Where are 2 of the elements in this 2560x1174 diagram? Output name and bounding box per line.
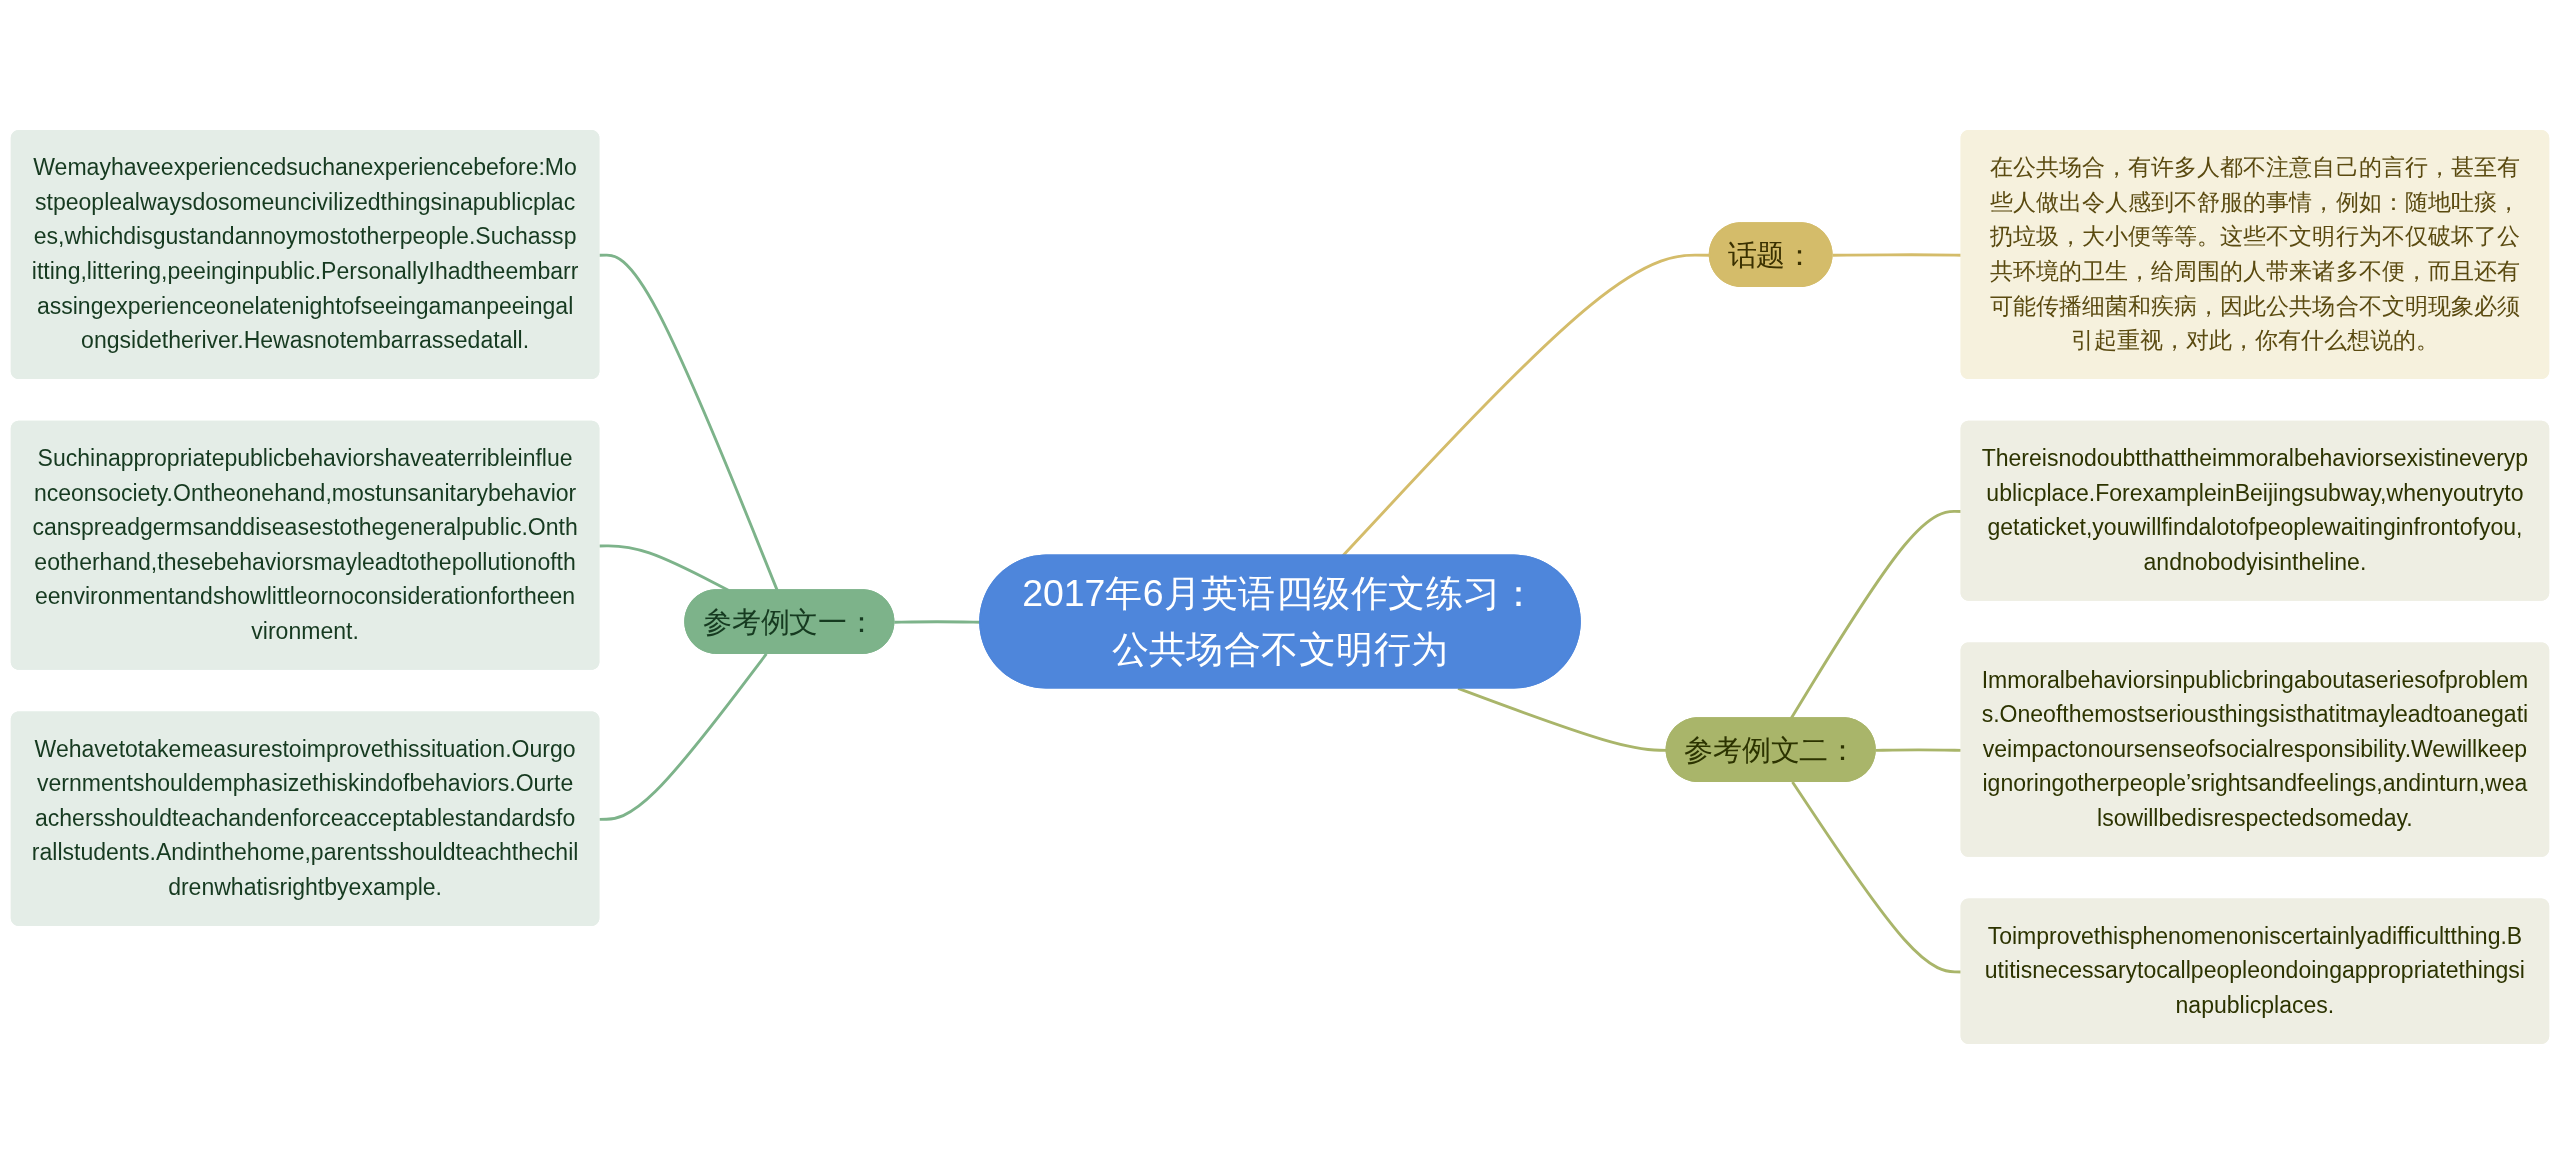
connector [894,620,981,624]
connector [599,653,768,821]
